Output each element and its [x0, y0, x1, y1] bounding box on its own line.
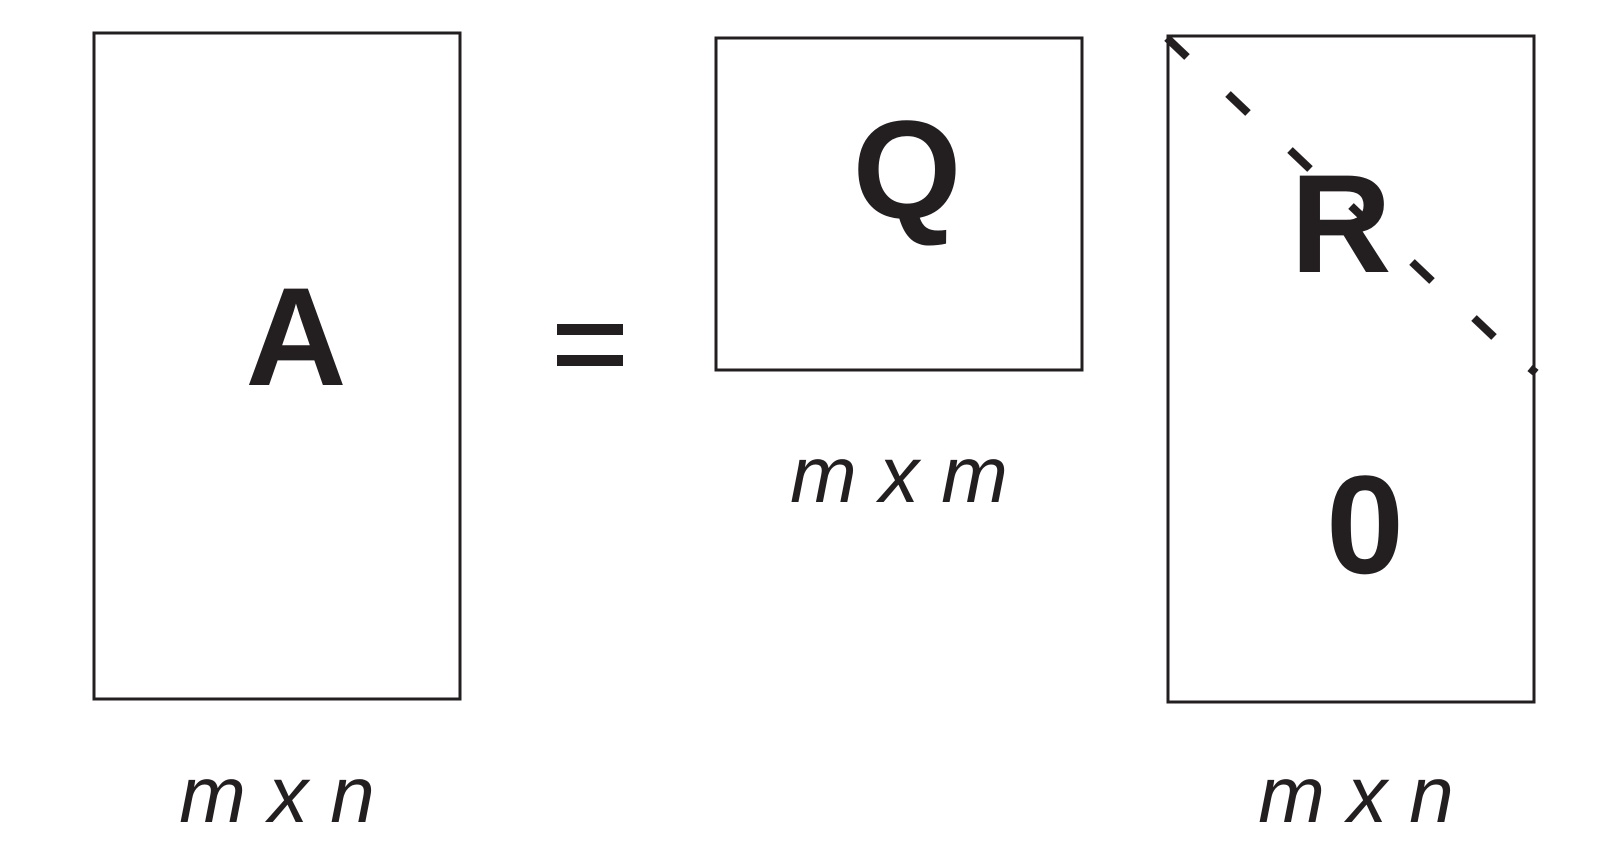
diagonal-dash	[1409, 259, 1435, 284]
equals-bar-top	[557, 324, 623, 335]
matrix-a-symbol: A	[245, 258, 346, 415]
matrix-q-dimensions: m x m	[790, 430, 1008, 519]
matrix-r-dimensions: m x n	[1258, 750, 1454, 839]
diagonal-dash	[1287, 147, 1313, 172]
matrix-q-box	[714, 36, 1084, 372]
matrix-r-symbol: R	[1290, 145, 1391, 302]
matrix-q: Q m x m	[714, 36, 1084, 519]
matrix-r-zero-block: 0	[1326, 446, 1404, 603]
diagonal-dash	[1225, 91, 1251, 116]
diagonal-dash	[1164, 35, 1190, 60]
matrix-r-diagonal	[1164, 35, 1539, 377]
matrix-a-box	[92, 31, 462, 701]
equals-sign	[557, 324, 623, 366]
diagonal-dash	[1471, 315, 1497, 340]
matrix-r: R 0 m x n	[1164, 34, 1539, 839]
diagonal-dash	[1348, 203, 1374, 228]
matrix-a: A m x n	[92, 31, 462, 839]
equals-bar-bottom	[557, 355, 623, 366]
diagonal-dash	[1527, 364, 1539, 377]
matrix-q-symbol: Q	[853, 91, 962, 248]
matrix-a-dimensions: m x n	[179, 750, 375, 839]
